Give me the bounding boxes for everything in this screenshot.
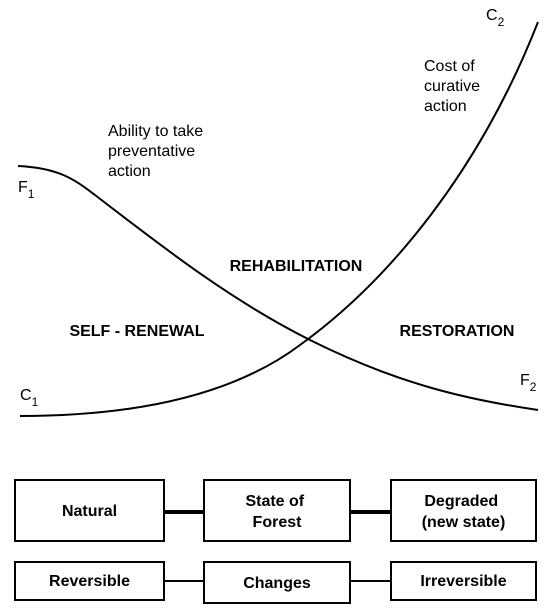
reversible-label: Reversible xyxy=(49,573,130,590)
curative-cost-caption: Cost of curative action xyxy=(424,58,484,115)
preventative-start-label: F1 xyxy=(18,179,35,201)
irreversible-label: Irreversible xyxy=(420,573,506,590)
zone-self-renewal: SELF - RENEWAL xyxy=(69,323,204,340)
preventative-action-curve xyxy=(17,165,539,411)
preventative-end-label: F2 xyxy=(520,372,537,394)
degraded-box xyxy=(390,479,537,542)
changes-box xyxy=(203,561,351,604)
natural-box xyxy=(14,479,165,542)
changes-label: Changes xyxy=(243,575,311,592)
curative-start-label: C1 xyxy=(20,387,39,409)
curative-cost-curve xyxy=(19,21,539,417)
natural-label: Natural xyxy=(62,503,117,520)
curative-end-label: C2 xyxy=(486,7,505,29)
zone-restoration: RESTORATION xyxy=(400,323,515,340)
irreversible-box xyxy=(390,561,537,601)
degraded-label: Degraded (new state) xyxy=(422,493,506,531)
preventative-ability-caption: Ability to take preventative action xyxy=(108,123,208,180)
state-of-forest-box xyxy=(203,479,351,542)
reversible-box xyxy=(14,561,165,601)
zone-rehabilitation: REHABILITATION xyxy=(230,258,363,275)
state-of-forest-label: State of Forest xyxy=(245,493,308,531)
changes-row: Reversible Changes Irreversible xyxy=(14,561,537,604)
forest-state-row: Natural State of Forest Degraded (new st… xyxy=(14,479,537,542)
